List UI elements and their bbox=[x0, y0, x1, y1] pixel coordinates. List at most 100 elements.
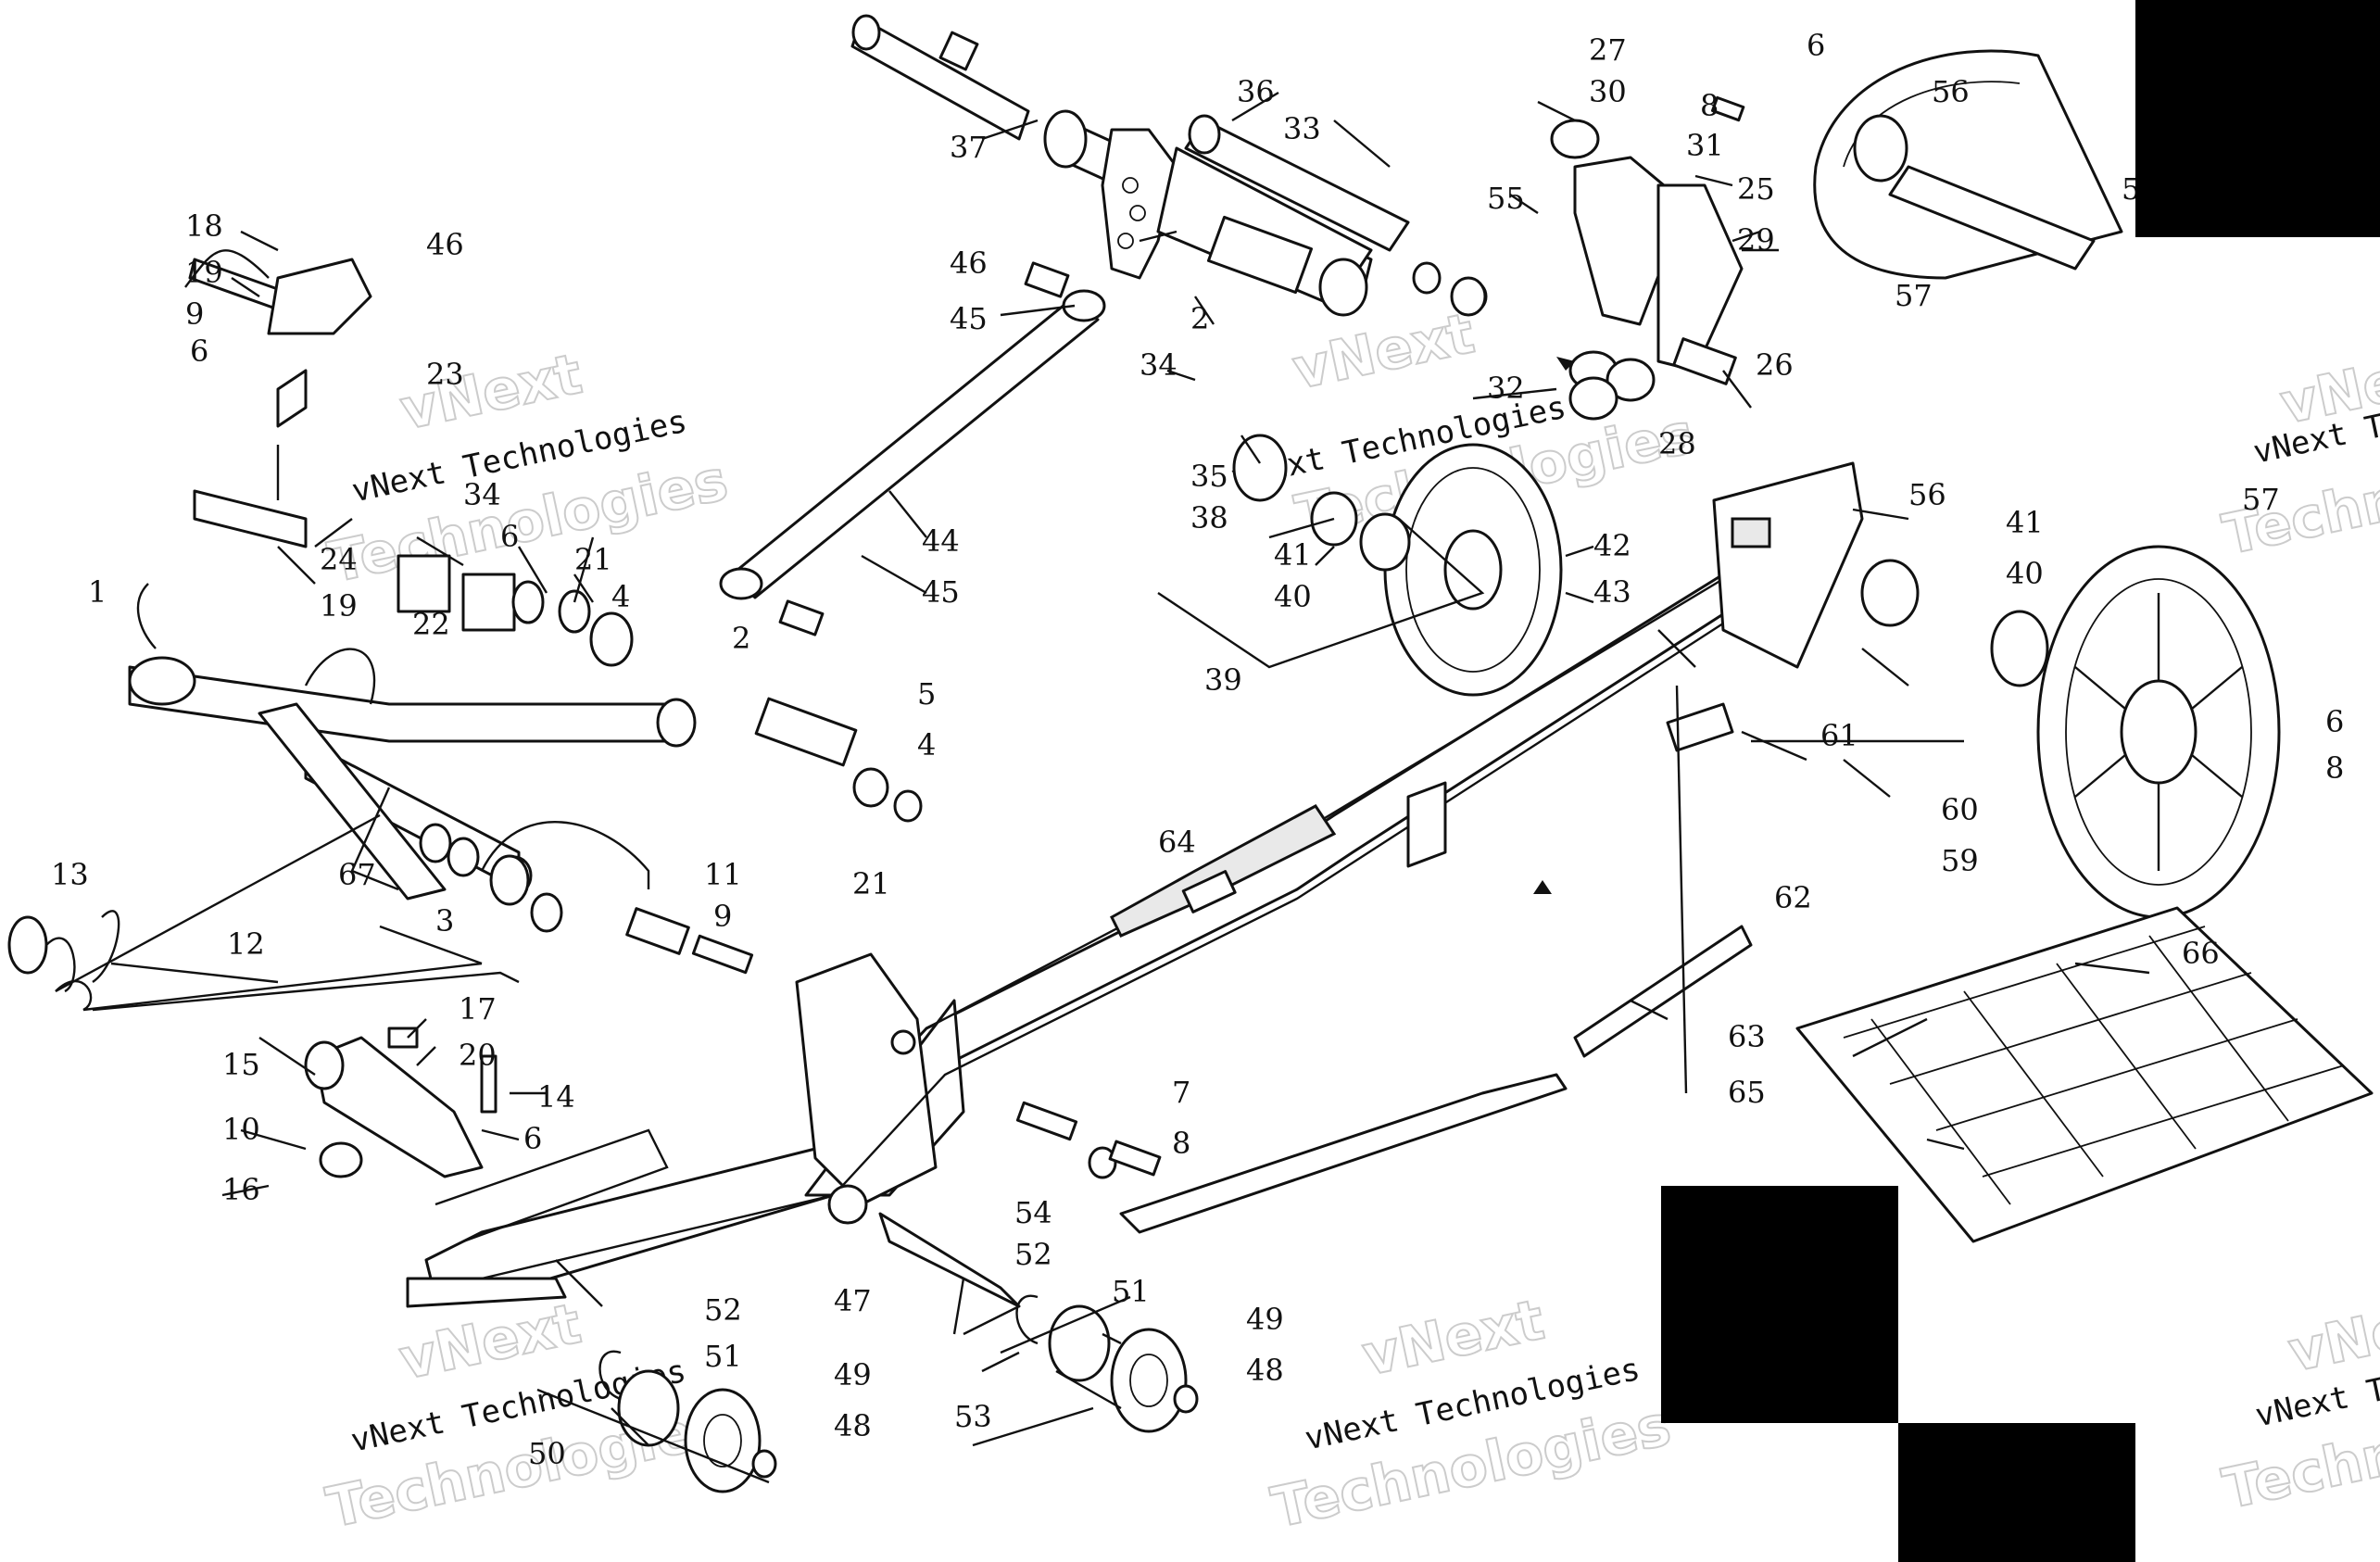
callout-65: 65 bbox=[1728, 1075, 1766, 1110]
torsion-spring-assembly bbox=[7, 910, 520, 1012]
callout-46: 46 bbox=[426, 227, 464, 262]
front-arm-assembly bbox=[128, 648, 697, 901]
callout-19: 19 bbox=[320, 588, 358, 624]
callout-50: 50 bbox=[528, 1436, 566, 1471]
callout-45: 45 bbox=[922, 574, 960, 610]
front-bracket-assembly bbox=[304, 1027, 497, 1178]
callout-31: 31 bbox=[1686, 128, 1724, 163]
hyfax-slide bbox=[1119, 925, 1753, 1234]
callout-6: 6 bbox=[2325, 704, 2344, 739]
callout-9: 9 bbox=[185, 296, 204, 332]
callout-66: 66 bbox=[2182, 936, 2220, 971]
callout-52: 52 bbox=[1014, 1237, 1052, 1272]
callout-57: 57 bbox=[1895, 278, 1933, 313]
callout-7: 7 bbox=[1172, 1075, 1190, 1110]
callout-25: 25 bbox=[1737, 171, 1775, 207]
callout-15: 15 bbox=[222, 1047, 260, 1082]
callout-8: 8 bbox=[1172, 1126, 1190, 1161]
callout-34: 34 bbox=[463, 477, 501, 512]
callout-40: 40 bbox=[2006, 556, 2044, 591]
callout-1: 1 bbox=[88, 574, 107, 610]
redaction-blocks bbox=[1661, 0, 2380, 1562]
callout-56: 56 bbox=[1932, 74, 1970, 109]
callout-60: 60 bbox=[1941, 792, 1979, 827]
callout-51: 51 bbox=[704, 1339, 742, 1374]
hardware-cluster-left bbox=[188, 258, 1162, 1179]
callout-47: 47 bbox=[834, 1283, 872, 1318]
callout-33: 33 bbox=[1283, 111, 1321, 146]
callout-8: 8 bbox=[2325, 750, 2344, 786]
slide-rail-frame bbox=[424, 573, 1744, 1299]
callout-19: 19 bbox=[185, 255, 223, 290]
callout-38: 38 bbox=[1190, 500, 1228, 535]
callout-labels: 1 2 2 3 4 4 5 6 6 6 6 6 7 8 8 8 9 9 10 1… bbox=[51, 28, 2344, 1471]
callout-3: 3 bbox=[435, 903, 454, 938]
watermark-right-bottom: vNext vNext Technologies Technologies bbox=[2217, 1283, 2380, 1523]
callout-56: 56 bbox=[1908, 477, 1946, 512]
callout-40: 40 bbox=[1274, 579, 1312, 614]
callout-28: 28 bbox=[1658, 426, 1696, 461]
callout-42: 42 bbox=[1593, 528, 1631, 563]
idler-wheel-partial bbox=[1813, 49, 2123, 280]
callout-12: 12 bbox=[227, 926, 265, 962]
push-rod bbox=[719, 261, 1106, 636]
callout-41: 41 bbox=[2006, 505, 2044, 540]
callout-22: 22 bbox=[412, 607, 450, 642]
callout-6: 6 bbox=[523, 1121, 542, 1156]
callout-20: 20 bbox=[459, 1038, 497, 1073]
callout-4: 4 bbox=[917, 727, 936, 762]
redaction-block-bottom-left bbox=[1661, 1186, 1898, 1423]
callout-46: 46 bbox=[950, 246, 988, 281]
callout-52: 52 bbox=[704, 1292, 742, 1328]
callout-13: 13 bbox=[51, 857, 89, 892]
callout-49: 49 bbox=[1246, 1302, 1284, 1337]
lower-wheel-assembly-left bbox=[406, 1277, 777, 1493]
callout-30: 30 bbox=[1589, 74, 1627, 109]
callout-59: 59 bbox=[1941, 843, 1979, 878]
rear-arm-assembly bbox=[850, 14, 1488, 317]
callout-8: 8 bbox=[1700, 88, 1719, 123]
callout-6: 6 bbox=[1807, 28, 1825, 63]
callout-63: 63 bbox=[1728, 1019, 1766, 1054]
watermark-text: vNext bbox=[395, 342, 587, 444]
callout-2: 2 bbox=[732, 621, 750, 656]
callout-4: 4 bbox=[611, 579, 630, 614]
lower-wheel-assembly-right bbox=[878, 1212, 1199, 1433]
callout-5: 5 bbox=[917, 676, 936, 712]
callout-45: 45 bbox=[950, 301, 988, 336]
callout-6: 6 bbox=[500, 519, 519, 554]
callout-39: 39 bbox=[1204, 662, 1242, 698]
callout-24: 24 bbox=[320, 542, 358, 577]
arrow-icon bbox=[1533, 880, 1552, 894]
callout-57: 57 bbox=[2242, 482, 2280, 517]
callout-17: 17 bbox=[459, 991, 497, 1027]
callout-34: 34 bbox=[1140, 347, 1177, 383]
callout-2: 2 bbox=[1190, 301, 1209, 336]
callout-48: 48 bbox=[834, 1408, 872, 1443]
callout-27: 27 bbox=[1589, 32, 1627, 68]
callout-11: 11 bbox=[704, 857, 742, 892]
callout-61: 61 bbox=[1820, 718, 1858, 753]
callout-51: 51 bbox=[1112, 1274, 1150, 1309]
callout-18: 18 bbox=[185, 208, 223, 244]
rail-mount-bracket bbox=[1406, 461, 1864, 868]
callout-43: 43 bbox=[1593, 574, 1631, 610]
callout-6: 6 bbox=[190, 334, 208, 369]
callout-54: 54 bbox=[1014, 1195, 1052, 1230]
rear-link-assembly bbox=[1450, 95, 1745, 421]
callout-41: 41 bbox=[1274, 537, 1312, 573]
callout-49: 49 bbox=[834, 1357, 872, 1392]
callout-14: 14 bbox=[537, 1079, 575, 1115]
callout-48: 48 bbox=[1246, 1353, 1284, 1388]
callout-44: 44 bbox=[922, 523, 960, 559]
redaction-block-bottom-right bbox=[1898, 1423, 2135, 1562]
callout-26: 26 bbox=[1756, 347, 1794, 383]
idler-wheel-large bbox=[1860, 545, 2281, 919]
callout-21: 21 bbox=[574, 542, 612, 577]
callout-29: 29 bbox=[1737, 222, 1775, 258]
watermark-text: vNext bbox=[1288, 301, 1480, 403]
callout-55: 55 bbox=[1487, 181, 1525, 216]
watermark-center-bottom: vNext vNext Technologies Technologies bbox=[1266, 1287, 1678, 1542]
watermark-right-top: vNext vNext Technologies Technologies bbox=[2217, 335, 2380, 569]
